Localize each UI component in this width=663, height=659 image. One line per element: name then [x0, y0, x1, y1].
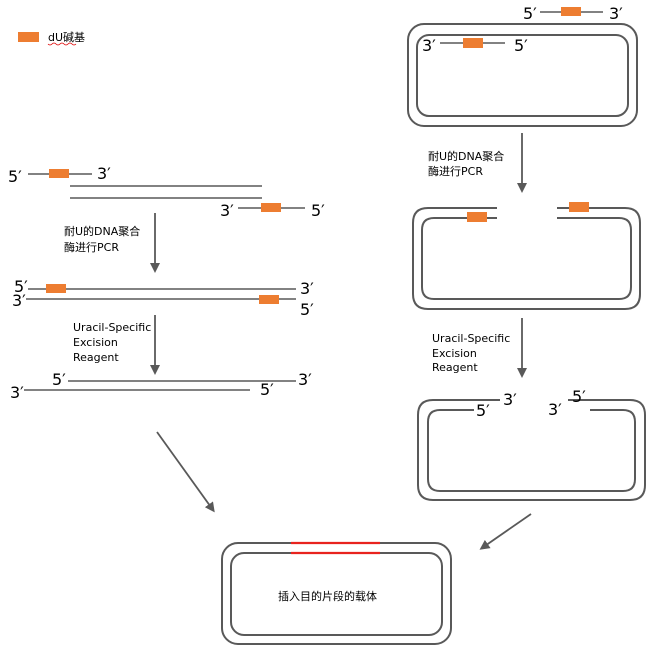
left-primer-rev-3: 3′ — [220, 201, 234, 220]
result-label: 插入目的片段的载体 — [278, 589, 377, 603]
du-marker — [463, 38, 483, 48]
exc-vec-right-3: 3′ — [548, 400, 562, 419]
du-marker — [569, 202, 589, 212]
du-marker — [49, 169, 69, 178]
right-use-label-2: Excision — [432, 347, 477, 360]
right-use-label-3: Reagent — [432, 361, 478, 374]
exc-bottom-5: 5′ — [260, 380, 274, 399]
left-excised-product: 5′ 3′ 3′ 5′ — [10, 370, 312, 402]
left-primer-rev-5: 5′ — [311, 201, 325, 220]
left-use-label-2: Excision — [73, 336, 118, 349]
du-marker — [259, 295, 279, 304]
du-marker — [467, 212, 487, 222]
linear-vector-outer — [412, 207, 641, 310]
du-marker — [261, 203, 281, 212]
right-excised-vector: 3′ 5′ 5′ 3′ — [417, 387, 646, 501]
recombinant-vector: 插入目的片段的载体 — [221, 541, 452, 645]
pcr-top-5: 5′ — [14, 277, 28, 296]
right-arrow-ligation — [479, 513, 532, 550]
right-primer-fwd-5: 5′ — [523, 4, 537, 23]
left-pcr-label-2: 酶进行PCR — [64, 241, 119, 254]
right-linear-vector — [412, 202, 641, 310]
left-primer-fwd-5: 5′ — [8, 167, 22, 186]
left-use-label-1: Uracil-Specific — [73, 321, 151, 334]
left-primers-template: 5′ 3′ 3′ 5′ — [8, 164, 325, 220]
right-use-label-1: Uracil-Specific — [432, 332, 510, 345]
du-marker — [561, 7, 581, 16]
left-primer-fwd-3: 3′ — [97, 164, 111, 183]
right-primer-fwd-3: 3′ — [609, 4, 623, 23]
left-use-label-3: Reagent — [73, 351, 119, 364]
exc-top-5: 5′ — [52, 370, 66, 389]
exc-vec-right-5: 5′ — [572, 387, 586, 406]
legend-du-swatch — [18, 32, 39, 42]
exc-vec-left-3: 3′ — [503, 390, 517, 409]
exc-vec-left-5: 5′ — [476, 401, 490, 420]
linear-vector-inner — [421, 217, 632, 300]
exc-top-3: 3′ — [298, 370, 312, 389]
excised-vector-outer — [417, 399, 646, 501]
legend-du-label: dU碱基 — [48, 31, 85, 44]
pcr-top-3: 3′ — [300, 279, 314, 298]
vector-inner-ring — [416, 34, 629, 117]
right-primer-rev-3: 3′ — [422, 36, 436, 55]
excised-vector-inner — [427, 409, 636, 492]
right-vector-primers: 5′ 3′ 3′ 5′ — [407, 4, 638, 127]
pcr-bottom-5: 5′ — [300, 300, 314, 319]
left-pcr-label-1: 耐U的DNA聚合 — [64, 224, 140, 238]
left-arrow-ligation — [156, 431, 215, 513]
right-pcr-label-1: 耐U的DNA聚合 — [428, 149, 504, 163]
right-primer-rev-5: 5′ — [514, 36, 528, 55]
left-pcr-product: 5′ 3′ 3′ 5′ — [12, 277, 314, 319]
vector-outer-ring — [407, 23, 638, 127]
spellcheck-underline — [47, 42, 77, 46]
du-marker — [46, 284, 66, 293]
pcr-bottom-3: 3′ — [12, 291, 26, 310]
exc-bottom-3: 3′ — [10, 383, 24, 402]
legend: dU碱基 — [18, 31, 85, 46]
right-pcr-label-2: 酶进行PCR — [428, 165, 483, 178]
